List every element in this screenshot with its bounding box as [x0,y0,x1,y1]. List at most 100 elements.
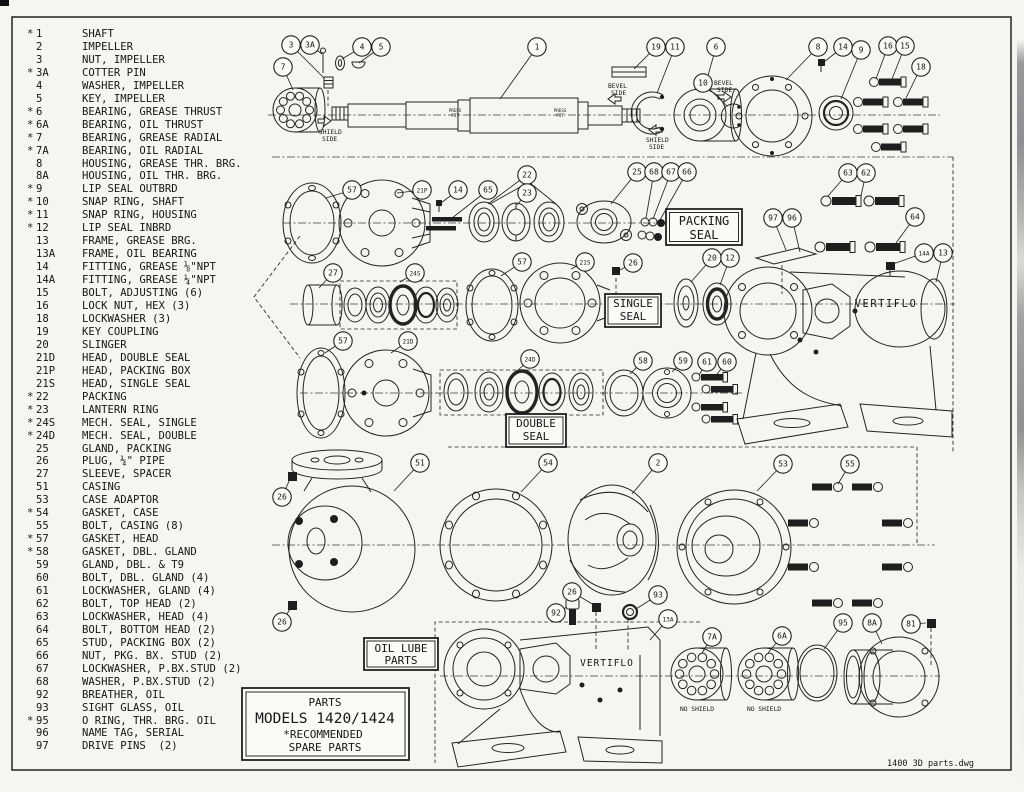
callout-balloon-81 [901,614,921,634]
svg-text:SIDE: SIDE [322,136,337,143]
callout-number: 65 [483,186,493,195]
mech-seal-24s [339,280,459,330]
gasket-57-double [296,347,346,439]
grease-fitting-14-top [818,59,825,72]
double-seal-label: DOUBLE [516,417,556,430]
lantern-ring-23 [501,202,531,242]
shield-side-label-2: SHIELD SIDE [646,124,669,151]
oil-lube-label: OIL LUBE [375,642,428,655]
callout-balloon-21P [412,180,432,200]
gasket-54 [439,488,553,602]
callout-balloon-97 [763,208,783,228]
title-spare-parts: SPARE PARTS [289,741,362,754]
bevel-side-label-1: BEVEL SIDE [607,83,627,105]
callout-number: 10 [698,79,708,88]
callout-balloon-57 [512,252,532,272]
nut-3 [323,76,334,89]
callout-number: 26 [277,493,287,502]
callout-number: 21P [416,188,427,195]
drawing-file-note: 1400 3D parts.dwg [887,759,974,769]
callout-number: 59 [678,357,688,366]
callout-number: 67 [666,168,676,177]
callout-balloon-24D [520,349,540,369]
slinger-20 [673,278,699,328]
callout-number: 3 [289,41,294,50]
oil-lube-label-box: OIL LUBE PARTS [363,637,439,671]
bolts-60-61 [691,372,738,425]
callout-balloon-4 [352,37,372,57]
callout-balloon-64 [905,207,925,227]
lip-seal-12 [702,282,732,326]
callout-balloon-26 [623,253,643,273]
callout-number: 5 [379,43,384,52]
callout-balloon-21D [398,331,418,351]
callout-number: 24D [524,357,535,364]
callout-number: 20 [707,254,717,263]
callout-number: 21D [402,339,413,346]
housing-8 [731,75,813,157]
callout-number: 61 [702,358,712,367]
drawing-border [11,16,1012,771]
head-21p [338,179,431,267]
callout-balloon-14A [914,243,934,263]
press-fit-mark: PRESS [449,108,462,113]
gland-59 [642,367,692,419]
head-21d [342,349,432,437]
double-seal-label-box: DOUBLE SEAL [505,413,567,448]
callout-balloon-7 [273,57,293,77]
callout-number: 9 [859,46,864,55]
callout-number: 13 [938,249,948,258]
scan-edge-artifact [1017,0,1024,792]
callout-number: 22 [522,171,532,180]
callout-number: 23 [522,189,532,198]
bearing-7 [272,87,326,133]
callout-number: 7A [707,633,717,642]
callout-balloon-27 [323,263,343,283]
gasket-57-packing [282,182,342,264]
callout-number: 3A [305,41,315,50]
svg-text:SEAL: SEAL [523,430,550,443]
gland-fasteners-66-67-68 [637,217,665,241]
callout-balloon-3A [300,35,320,55]
callout-balloon-21S [575,252,595,272]
lip-seal-9 [818,95,854,131]
callout-balloon-57 [333,331,353,351]
callout-number: 19 [651,43,661,52]
callout-number: 8 [816,43,821,52]
key-5 [351,61,366,69]
name-tag-96-97 [754,247,818,265]
callout-number: 12 [725,254,735,263]
plug-26-frame [592,603,601,612]
frame-13-brand: VERTIFLO [855,298,918,310]
frame-13a-brand: VERTIFLO [580,658,634,669]
callout-number: 2 [656,459,661,468]
callout-balloon-57 [342,180,362,200]
callout-balloon-60 [717,352,737,372]
callout-balloon-11 [665,37,685,57]
gasket-57-single [465,268,519,342]
